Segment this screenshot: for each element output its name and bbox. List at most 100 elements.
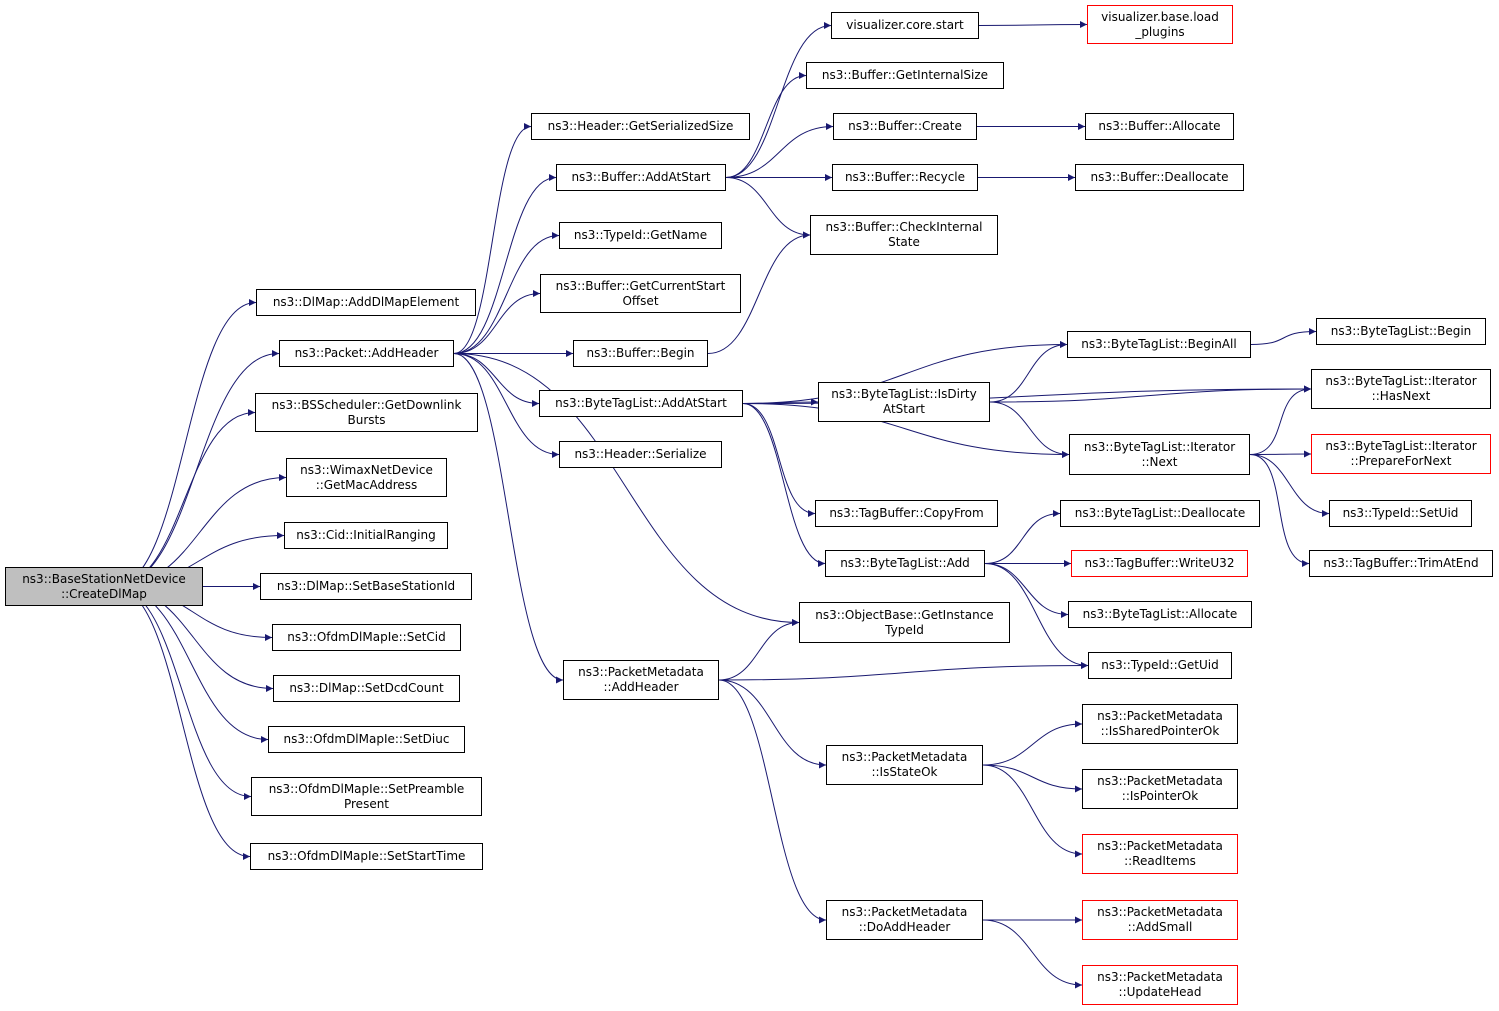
node-bufferCreate[interactable]: ns3::Buffer::Create (833, 113, 977, 140)
node-label: ns3::PacketMetadata ::AddSmall (1097, 905, 1223, 934)
edge-root-to-setStartTime (113, 586, 251, 860)
node-tagBufferCopyFrom[interactable]: ns3::TagBuffer::CopyFrom (815, 500, 998, 527)
node-label: ns3::ByteTagList::Begin (1330, 324, 1472, 338)
node-initialRanging[interactable]: ns3::Cid::InitialRanging (284, 522, 448, 549)
node-label: ns3::OfdmDlMapIe::SetDiuc (283, 732, 450, 746)
node-updateHead[interactable]: ns3::PacketMetadata ::UpdateHead (1082, 965, 1238, 1005)
node-label: ns3::BSScheduler::GetDownlink Bursts (271, 397, 462, 427)
node-addSmall[interactable]: ns3::PacketMetadata ::AddSmall (1082, 900, 1238, 940)
node-label: ns3::TagBuffer::CopyFrom (829, 506, 984, 520)
edge-packetMetadataAddHeader-to-isStateOk (718, 679, 827, 769)
node-label: ns3::DlMap::SetBaseStationId (276, 579, 456, 593)
edge-packetAddHeader-to-headerSerialize (453, 353, 560, 458)
node-setBaseStationId[interactable]: ns3::DlMap::SetBaseStationId (260, 573, 472, 600)
edge-byteTagListAddAtStart-to-iteratorNext (742, 403, 1070, 458)
edge-isStateOk-to-isSharedPointerOk (982, 720, 1083, 766)
edge-bufferAddAtStart-to-checkInternalState (725, 177, 811, 239)
node-isDirtyAtStart[interactable]: ns3::ByteTagList::IsDirty AtStart (818, 382, 990, 422)
node-isStateOk[interactable]: ns3::PacketMetadata ::IsStateOk (826, 745, 983, 785)
edge-isDirtyAtStart-to-beginAll (989, 341, 1068, 403)
node-label: ns3::ByteTagList::AddAtStart (555, 396, 727, 410)
node-label: ns3::OfdmDlMapIe::SetStartTime (267, 849, 466, 863)
node-label: ns3::PacketMetadata ::AddHeader (578, 665, 704, 694)
edge-isStateOk-to-readItems (982, 764, 1083, 858)
node-label: ns3::ByteTagList::IsDirty AtStart (831, 387, 977, 416)
edge-bufferAddAtStart-to-getInternalSize (725, 72, 807, 178)
node-getSerializedSize[interactable]: ns3::Header::GetSerializedSize (531, 113, 750, 140)
node-btlDeallocate[interactable]: ns3::ByteTagList::Deallocate (1060, 500, 1260, 527)
node-bufferDeallocate[interactable]: ns3::Buffer::Deallocate (1075, 164, 1244, 191)
node-getMacAddress[interactable]: ns3::WimaxNetDevice ::GetMacAddress (286, 458, 447, 497)
node-bufferRecycle[interactable]: ns3::Buffer::Recycle (832, 164, 978, 191)
node-label: ns3::Buffer::Recycle (844, 170, 966, 184)
node-label: ns3::ByteTagList::Iterator ::Next (1083, 439, 1236, 469)
node-setDiuc[interactable]: ns3::OfdmDlMapIe::SetDiuc (268, 726, 465, 753)
edge-root-to-setPreamblePresent (113, 586, 252, 800)
node-addDlMapElement[interactable]: ns3::DlMap::AddDlMapElement (256, 289, 476, 316)
edge-iteratorNext-to-prepareForNext (1249, 450, 1312, 458)
node-label: ns3::Buffer::CheckInternal State (825, 220, 983, 249)
node-label: ns3::Header::Serialize (574, 447, 707, 461)
edge-bufferAddAtStart-to-bufferCreate (725, 123, 834, 178)
node-setStartTime[interactable]: ns3::OfdmDlMapIe::SetStartTime (250, 843, 483, 870)
node-label: ns3::PacketMetadata ::IsPointerOk (1097, 774, 1223, 803)
node-isPointerOk[interactable]: ns3::PacketMetadata ::IsPointerOk (1082, 769, 1238, 809)
node-label: ns3::ByteTagList::BeginAll (1081, 337, 1237, 351)
edge-packetMetadataAddHeader-to-getInstanceTypeId (718, 619, 800, 681)
node-label: ns3::Buffer::Deallocate (1090, 170, 1229, 184)
node-label: ns3::TypeId::SetUid (1342, 506, 1459, 520)
node-setDcdCount[interactable]: ns3::DlMap::SetDcdCount (273, 675, 460, 702)
node-checkInternalState[interactable]: ns3::Buffer::CheckInternal State (810, 215, 998, 255)
edge-packetMetadataAddHeader-to-doAddHeader (718, 679, 827, 924)
edge-bufferBegin-to-checkInternalState (707, 231, 811, 354)
edge-bufferAddAtStart-to-visualizerCoreStart (725, 22, 832, 178)
node-label: ns3::Buffer::Begin (586, 346, 695, 360)
node-headerSerialize[interactable]: ns3::Header::Serialize (559, 441, 722, 468)
node-bufferAllocate[interactable]: ns3::Buffer::Allocate (1085, 113, 1234, 140)
edge-beginAll-to-btlBegin (1250, 328, 1317, 345)
node-label: ns3::WimaxNetDevice ::GetMacAddress (300, 462, 433, 492)
node-label: ns3::OfdmDlMapIe::SetCid (287, 630, 446, 644)
edge-byteTagListAdd-to-btlDeallocate (984, 510, 1061, 564)
edge-root-to-addDlMapElement (113, 299, 257, 587)
node-doAddHeader[interactable]: ns3::PacketMetadata ::DoAddHeader (826, 900, 983, 940)
node-bufferBegin[interactable]: ns3::Buffer::Begin (573, 340, 708, 367)
node-getInternalSize[interactable]: ns3::Buffer::GetInternalSize (806, 62, 1004, 89)
node-label: ns3::Packet::AddHeader (294, 346, 439, 360)
node-byteTagListAddAtStart[interactable]: ns3::ByteTagList::AddAtStart (539, 390, 743, 417)
node-getUid[interactable]: ns3::TypeId::GetUid (1088, 652, 1232, 679)
node-prepareForNext[interactable]: ns3::ByteTagList::Iterator ::PrepareForN… (1311, 434, 1491, 474)
node-btlBegin[interactable]: ns3::ByteTagList::Begin (1316, 318, 1486, 345)
node-loadPlugins[interactable]: visualizer.base.load _plugins (1087, 5, 1233, 44)
node-label: ns3::ByteTagList::Deallocate (1074, 506, 1246, 520)
node-writeU32[interactable]: ns3::TagBuffer::WriteU32 (1071, 550, 1248, 577)
edge-isDirtyAtStart-to-iteratorHasNext (989, 385, 1312, 403)
node-label: ns3::TypeId::GetName (573, 228, 708, 242)
node-typeIdGetName[interactable]: ns3::TypeId::GetName (559, 222, 722, 249)
edge-packetMetadataAddHeader-to-getUid (718, 662, 1089, 681)
node-isSharedPointerOk[interactable]: ns3::PacketMetadata ::IsSharedPointerOk (1082, 704, 1238, 744)
node-label: visualizer.base.load _plugins (1101, 9, 1219, 39)
node-setCid[interactable]: ns3::OfdmDlMapIe::SetCid (272, 624, 461, 651)
node-setPreamblePresent[interactable]: ns3::OfdmDlMapIe::SetPreamble Present (251, 777, 482, 816)
node-getCurrentStartOffset[interactable]: ns3::Buffer::GetCurrentStart Offset (540, 274, 741, 313)
node-getInstanceTypeId[interactable]: ns3::ObjectBase::GetInstance TypeId (799, 602, 1010, 643)
node-iteratorNext[interactable]: ns3::ByteTagList::Iterator ::Next (1069, 434, 1250, 475)
node-label: ns3::TagBuffer::TrimAtEnd (1323, 556, 1479, 570)
edge-root-to-getDownlinkBursts (113, 409, 256, 587)
node-visualizerCoreStart[interactable]: visualizer.core.start (831, 12, 979, 39)
node-beginAll[interactable]: ns3::ByteTagList::BeginAll (1067, 331, 1251, 358)
node-setUid[interactable]: ns3::TypeId::SetUid (1329, 500, 1472, 527)
node-trimAtEnd[interactable]: ns3::TagBuffer::TrimAtEnd (1309, 550, 1493, 577)
node-bufferAddAtStart[interactable]: ns3::Buffer::AddAtStart (556, 164, 726, 191)
node-label: ns3::DlMap::SetDcdCount (289, 681, 444, 695)
node-byteTagListAdd[interactable]: ns3::ByteTagList::Add (825, 550, 985, 577)
node-packetAddHeader[interactable]: ns3::Packet::AddHeader (279, 340, 454, 367)
edge-packetAddHeader-to-getInstanceTypeId (453, 353, 800, 626)
node-readItems[interactable]: ns3::PacketMetadata ::ReadItems (1082, 834, 1238, 874)
node-btlAllocate[interactable]: ns3::ByteTagList::Allocate (1068, 601, 1252, 628)
node-iteratorHasNext[interactable]: ns3::ByteTagList::Iterator ::HasNext (1311, 369, 1491, 409)
node-getDownlinkBursts[interactable]: ns3::BSScheduler::GetDownlink Bursts (255, 393, 478, 432)
node-packetMetadataAddHeader[interactable]: ns3::PacketMetadata ::AddHeader (563, 660, 719, 700)
